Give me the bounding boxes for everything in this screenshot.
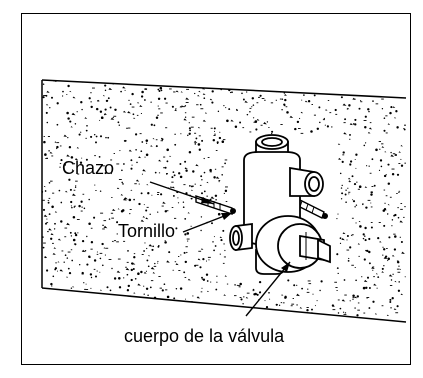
screw-label: Tornillo [118, 221, 176, 241]
leader-valve-body [245, 261, 291, 317]
wall-stipple-texture [42, 80, 406, 322]
wall-surface [41, 79, 407, 323]
leader-lines [149, 181, 291, 317]
valve-body [229, 134, 331, 275]
valve-body-label: cuerpo de la válvula [124, 326, 285, 346]
anchor-label: Chazo [62, 158, 115, 178]
